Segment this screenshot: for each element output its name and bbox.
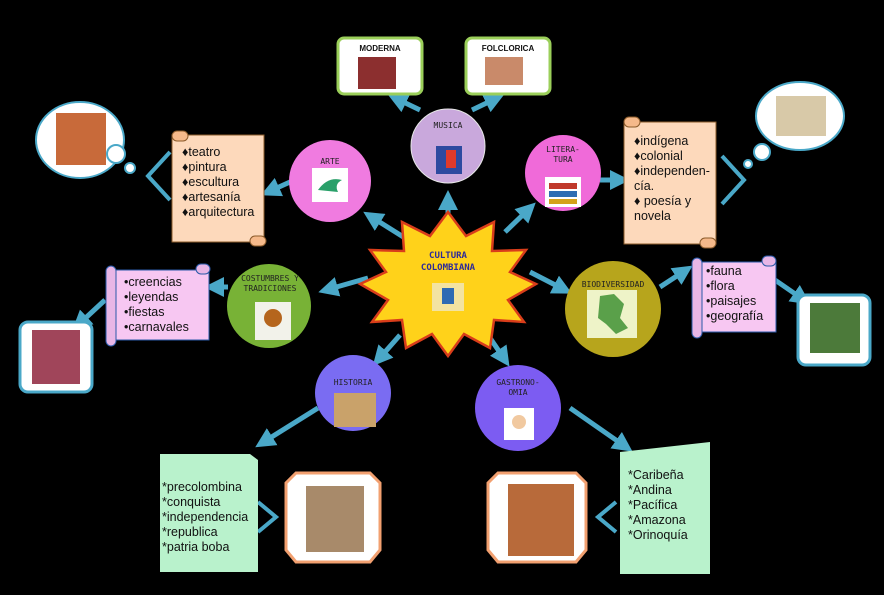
arte-label: ARTE [320, 157, 340, 166]
arrow-to-gastronomia-note [568, 405, 633, 452]
biodiversidad-list-item: •flora [706, 279, 735, 293]
music-collage-icon-detail [446, 150, 456, 168]
arte-list-item: ♦pintura [182, 160, 227, 174]
costumbres-list: •creencias •leyendas •fiestas •carnavale… [124, 275, 189, 335]
historia-list-item: *independencia [162, 510, 249, 524]
chevron-arte [145, 150, 172, 202]
arte-list-item: ♦escultura [182, 175, 240, 189]
arte-list-item: ♦artesanía [182, 190, 241, 204]
arrow-to-arte [363, 211, 407, 241]
literatura-list-item: ♦colonial [634, 149, 683, 163]
connector-arrows [72, 94, 811, 452]
historia-list-item: *conquista [162, 495, 221, 509]
costumbres-list-item: •leyendas [124, 290, 179, 304]
gastronomia-list-item: *Amazona [628, 513, 686, 527]
literatura-scroll [623, 116, 717, 249]
literatura-list-item: ♦ poesía y [634, 194, 692, 208]
historia-list-item: *precolombina [162, 480, 242, 494]
gastronomia-list-item: *Pacífica [628, 498, 678, 512]
costumbres-list-item: •fiestas [124, 305, 165, 319]
chevron-connectors [145, 150, 747, 534]
chevron-historia [256, 500, 280, 534]
gastronomia-label-line1: GASTRONO- [496, 378, 540, 387]
historia-list: *precolombina *conquista *independencia … [162, 480, 248, 555]
gastronomia-list-item: *Orinoquía [628, 528, 688, 542]
biodiversidad-list: •fauna •flora •paisajes •geografía [706, 264, 763, 324]
literatura-label-line1: LITERA- [546, 145, 580, 154]
gastronomia-photo-image [508, 484, 574, 556]
arte-list-item: ♦arquitectura [182, 205, 255, 219]
historia-photo-image [306, 486, 364, 552]
arte-scroll [171, 130, 267, 247]
arrow-to-biodiversidad [528, 269, 573, 294]
books-icon-detail-3 [549, 199, 577, 204]
arrow-to-costumbres [318, 275, 369, 297]
arrow-to-historia-note [255, 405, 320, 448]
costumbres-label: COSTUMBRES Y TRADICIONES [230, 274, 310, 294]
moderna-image [358, 57, 396, 89]
historia-list-item: *patria boba [162, 540, 230, 554]
arrow-to-biodiversidad-list [658, 265, 693, 290]
colombia-map-icon-detail [598, 294, 628, 334]
literatura-cloud-image [776, 96, 826, 136]
folclorica-label: FOLCLORICA [481, 44, 535, 53]
center-title: CULTURA COLOMBIANA [398, 250, 498, 274]
arrow-to-historia [372, 333, 402, 367]
costumbres-list-item: •creencias [124, 275, 182, 289]
literatura-label-line2: TURA [553, 155, 573, 164]
arte-list: ♦teatro ♦pintura ♦escultura ♦artesanía ♦… [182, 145, 254, 220]
literatura-list-item: cía. [634, 179, 655, 193]
literatura-label: LITERA- TURA [530, 145, 596, 165]
costumbres-label-line2: TRADICIONES [243, 284, 297, 293]
books-icon-detail-1 [549, 183, 577, 189]
costumbres-scroll [105, 263, 211, 347]
center-title-line1: CULTURA [429, 251, 467, 261]
chef-icon-detail [512, 415, 526, 429]
literatura-list-item: ♦indígena [634, 134, 689, 148]
historia-list-item: *republica [162, 525, 218, 539]
arrow-to-arte-scroll [260, 177, 292, 197]
arrow-to-literatura [503, 202, 536, 234]
chevron-gastronomia [594, 500, 618, 534]
biodiversidad-label: BIODIVERSIDAD [581, 280, 645, 289]
costumbres-list-item: •carnavales [124, 320, 189, 334]
chevron-literatura [720, 154, 747, 206]
historia-label: HISTORIA [333, 378, 373, 387]
moderna-label: MODERNA [359, 44, 401, 53]
gastronomia-list: *Caribeña *Andina *Pacífica *Amazona *Or… [628, 468, 688, 543]
literatura-list: ♦indígena ♦colonial ♦independen- cía. ♦ … [634, 134, 710, 224]
gastronomia-note [620, 442, 710, 574]
literatura-list-item: ♦independen- [634, 164, 710, 178]
history-scene-icon [334, 393, 376, 427]
folclorica-image [485, 57, 523, 85]
gastronomia-label: GASTRONO- OMIA [484, 378, 552, 398]
gastronomia-list-item: *Caribeña [628, 468, 684, 482]
arte-list-item: ♦teatro [182, 145, 221, 159]
literatura-list-item: novela [634, 209, 671, 223]
arte-cloud-image [56, 113, 106, 165]
biodiversidad-scroll [691, 255, 777, 339]
hummingbird-art-icon-detail [318, 179, 342, 192]
biodiversidad-list-item: •geografía [706, 309, 764, 323]
arrow-to-folclorica [470, 94, 505, 113]
biodiversidad-list-item: •fauna [706, 264, 742, 278]
biodiversidad-list-item: •paisajes [706, 294, 757, 308]
gastronomia-label-line2: OMIA [508, 388, 528, 397]
biodiversidad-photo-image [810, 303, 860, 353]
costumbres-label-line1: COSTUMBRES Y [241, 274, 299, 283]
node-literatura[interactable] [525, 135, 601, 211]
arrow-to-moderna [387, 94, 422, 113]
books-icon-detail-2 [549, 191, 577, 197]
musica-label: MUSICA [433, 121, 463, 130]
costumbres-photo-image [32, 330, 80, 384]
festival-icon-detail [264, 309, 282, 327]
center-title-line2: COLOMBIANA [420, 263, 476, 273]
colombia-coat-of-arms-icon-detail [442, 288, 454, 304]
gastronomia-list-item: *Andina [628, 483, 672, 497]
historia-note [160, 454, 258, 572]
